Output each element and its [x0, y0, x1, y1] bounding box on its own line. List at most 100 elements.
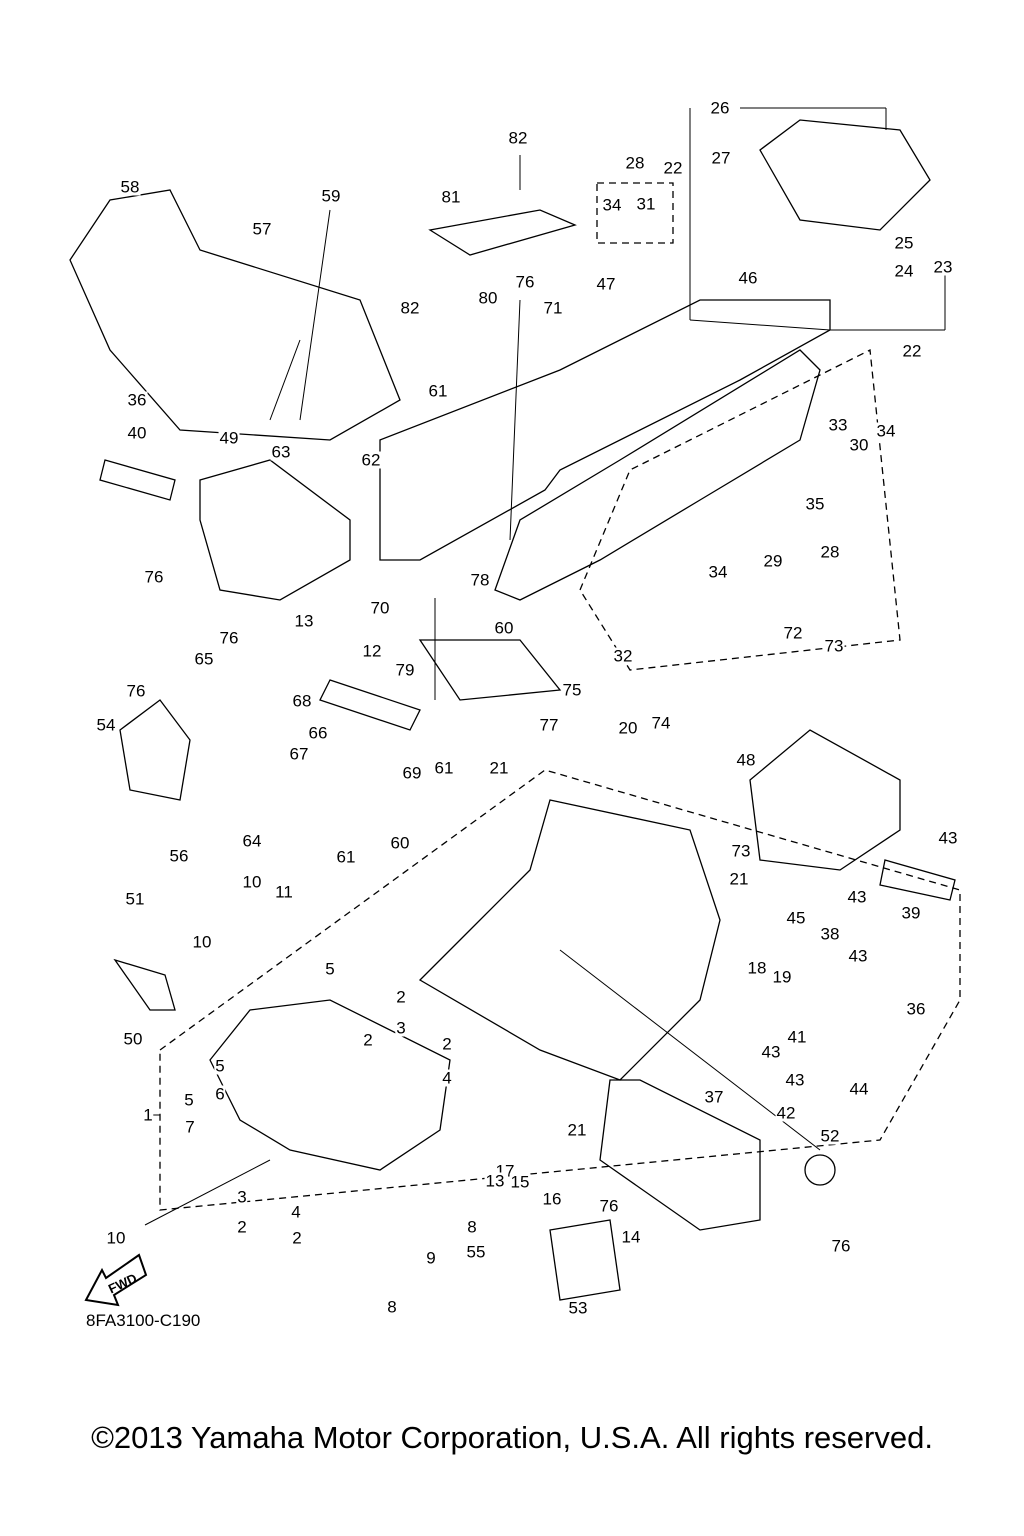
front-suspension-part	[209, 999, 451, 1171]
copyright-notice: ©2013 Yamaha Motor Corporation, U.S.A. A…	[91, 1420, 933, 1455]
part-callout-16: 16	[541, 1189, 563, 1209]
part-callout-75: 75	[561, 680, 583, 700]
bracket-48	[749, 729, 901, 871]
part-callout-29: 29	[762, 551, 784, 571]
part-callout-5: 5	[214, 1056, 226, 1076]
part-callout-5: 5	[183, 1090, 195, 1110]
part-callout-12: 12	[361, 641, 383, 661]
part-callout-61: 61	[433, 758, 455, 778]
part-callout-60: 60	[389, 833, 411, 853]
part-callout-6: 6	[214, 1084, 226, 1104]
part-callout-70: 70	[369, 598, 391, 618]
leader-lines	[144, 107, 946, 1226]
part-callout-20: 20	[617, 718, 639, 738]
part-callout-43: 43	[846, 887, 868, 907]
part-callout-10: 10	[191, 932, 213, 952]
part-callout-61: 61	[427, 381, 449, 401]
part-callout-42: 42	[775, 1103, 797, 1123]
part-callout-40: 40	[126, 423, 148, 443]
part-callout-64: 64	[241, 831, 263, 851]
part-callout-80: 80	[477, 288, 499, 308]
part-callout-73: 73	[730, 841, 752, 861]
part-callout-21: 21	[728, 869, 750, 889]
part-callout-56: 56	[168, 846, 190, 866]
part-callout-66: 66	[307, 723, 329, 743]
part-callout-32: 32	[612, 646, 634, 666]
part-callout-43: 43	[847, 946, 869, 966]
main-chassis-part	[418, 799, 721, 1081]
plate-81	[428, 209, 577, 256]
part-callout-69: 69	[401, 763, 423, 783]
part-callout-23: 23	[932, 257, 954, 277]
part-callout-62: 62	[360, 450, 382, 470]
part-callout-77: 77	[538, 715, 560, 735]
group-outline	[159, 182, 961, 1211]
part-callout-60: 60	[493, 618, 515, 638]
part-callout-34: 34	[601, 195, 623, 215]
part-callout-76: 76	[143, 567, 165, 587]
part-callout-73: 73	[823, 636, 845, 656]
part-callout-24: 24	[893, 261, 915, 281]
part-callout-5: 5	[324, 959, 336, 979]
part-callout-48: 48	[735, 750, 757, 770]
hub-52	[804, 1154, 836, 1186]
part-callout-2: 2	[236, 1217, 248, 1237]
part-callout-57: 57	[251, 219, 273, 239]
part-callout-61: 61	[335, 847, 357, 867]
part-callout-55: 55	[465, 1242, 487, 1262]
part-callout-25: 25	[893, 233, 915, 253]
part-callout-15: 15	[509, 1172, 531, 1192]
part-callout-79: 79	[394, 660, 416, 680]
part-callout-36: 36	[905, 999, 927, 1019]
part-callout-36: 36	[126, 390, 148, 410]
part-callout-26: 26	[709, 98, 731, 118]
part-callout-63: 63	[270, 442, 292, 462]
part-callout-27: 27	[710, 148, 732, 168]
part-callout-21: 21	[488, 758, 510, 778]
part-callout-30: 30	[848, 435, 870, 455]
part-callout-43: 43	[784, 1070, 806, 1090]
radiator-part	[599, 1079, 761, 1231]
part-callout-34: 34	[875, 421, 897, 441]
part-callout-58: 58	[119, 177, 141, 197]
part-callout-2: 2	[291, 1228, 303, 1248]
part-callout-22: 22	[901, 341, 923, 361]
part-callout-34: 34	[707, 562, 729, 582]
part-callout-28: 28	[624, 153, 646, 173]
part-callout-74: 74	[650, 713, 672, 733]
part-callout-10: 10	[105, 1228, 127, 1248]
part-callout-76: 76	[830, 1236, 852, 1256]
part-callout-8: 8	[466, 1217, 478, 1237]
part-callout-14: 14	[620, 1227, 642, 1247]
part-callout-19: 19	[771, 967, 793, 987]
part-callout-49: 49	[218, 428, 240, 448]
part-callout-1: 1	[142, 1105, 154, 1125]
part-callout-82: 82	[399, 298, 421, 318]
part-callout-35: 35	[804, 494, 826, 514]
part-callout-67: 67	[288, 744, 310, 764]
plate-39	[879, 859, 956, 901]
drawing-code: 8FA3100-C190	[86, 1311, 201, 1330]
part-callout-2: 2	[395, 987, 407, 1007]
part-callout-31: 31	[635, 194, 657, 214]
part-callout-4: 4	[441, 1068, 453, 1088]
fwd-arrow-icon: FWD	[84, 1253, 148, 1307]
part-callout-33: 33	[827, 415, 849, 435]
part-callout-7: 7	[184, 1117, 196, 1137]
part-callout-43: 43	[760, 1042, 782, 1062]
part-callout-37: 37	[703, 1087, 725, 1107]
part-callout-39: 39	[900, 903, 922, 923]
part-callout-76: 76	[218, 628, 240, 648]
plate-40	[99, 459, 176, 501]
part-callout-3: 3	[395, 1018, 407, 1038]
part-callout-82: 82	[507, 128, 529, 148]
bracket-49	[199, 459, 351, 601]
part-callout-8: 8	[386, 1297, 398, 1317]
part-callout-71: 71	[542, 298, 564, 318]
part-callout-51: 51	[124, 889, 146, 909]
part-callout-81: 81	[440, 187, 462, 207]
part-callout-13: 13	[484, 1171, 506, 1191]
part-callout-38: 38	[819, 924, 841, 944]
part-callout-52: 52	[819, 1126, 841, 1146]
